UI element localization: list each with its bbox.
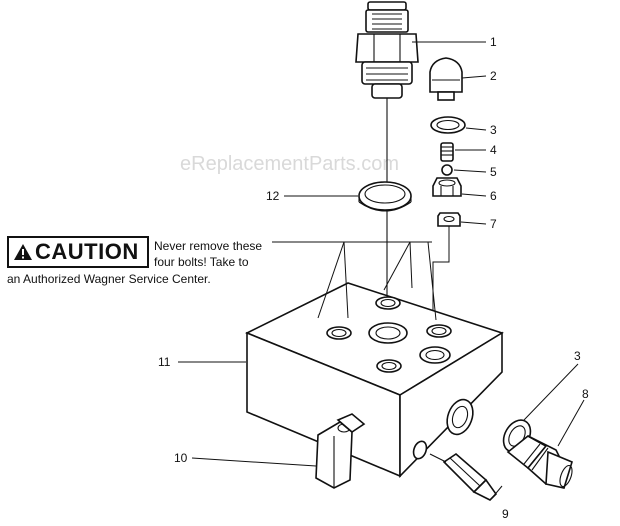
caution-box: CAUTION: [7, 236, 149, 268]
part-9-nozzle: [429, 452, 498, 501]
callout-3-side: 3: [574, 349, 581, 363]
caution-leader-lines: [272, 241, 437, 321]
callout-10: 10: [174, 451, 188, 465]
part-11-manifold-block: [245, 282, 504, 478]
caution-label: CAUTION: [35, 239, 139, 264]
part-7-washer: [432, 212, 461, 330]
callout-2: 2: [490, 69, 497, 83]
warning-triangle-icon: [14, 244, 32, 260]
caution-text-line-2: four bolts! Take to: [154, 255, 249, 269]
callout-12: 12: [266, 189, 280, 203]
callout-6: 6: [490, 189, 497, 203]
callout-1: 1: [490, 35, 497, 49]
callout-8: 8: [582, 387, 589, 401]
callout-5: 5: [490, 165, 497, 179]
part-12-o-ring: [358, 181, 412, 212]
part-5-ball: [441, 164, 453, 176]
part-4-spring: [440, 142, 454, 162]
callout-11: 11: [158, 355, 171, 369]
watermark-text: eReplacementParts.com: [180, 153, 399, 175]
callout-4: 4: [490, 143, 497, 157]
part-8-side-fitting: [506, 435, 573, 489]
callout-7: 7: [490, 217, 497, 231]
part-2-cap: [429, 57, 463, 101]
caution-text-line-3: an Authorized Wagner Service Center.: [7, 272, 211, 286]
part-6-valve-seat: [432, 177, 462, 197]
callout-leaders: [178, 41, 585, 499]
part-1-fitting: [355, 1, 419, 318]
part-3-seal-ring: [430, 116, 466, 134]
callout-3: 3: [490, 123, 497, 137]
part-10-knob: [315, 413, 366, 489]
callout-9: 9: [502, 507, 509, 521]
caution-text-line-1: Never remove these: [154, 239, 263, 253]
